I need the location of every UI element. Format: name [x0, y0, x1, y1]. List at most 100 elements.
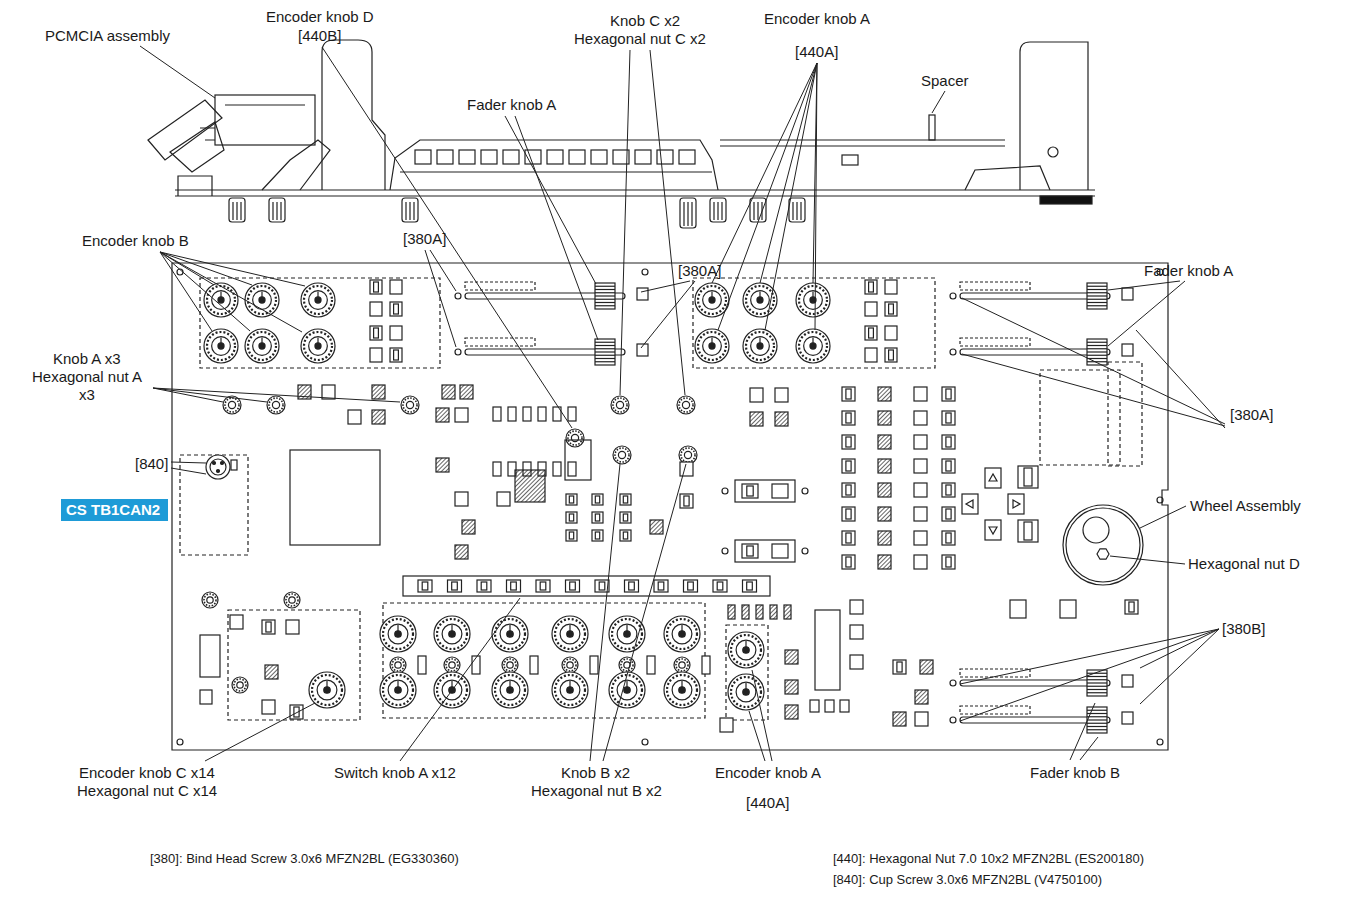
knob-ridge [792, 202, 793, 220]
switch [348, 410, 361, 424]
knob-center [237, 682, 243, 688]
knob-ridge [717, 202, 718, 220]
switch-led [846, 509, 851, 519]
fader-strip [465, 282, 535, 290]
screw-hole [1157, 497, 1163, 503]
label-text: [380A] [678, 262, 721, 280]
switch [568, 407, 576, 421]
leader-line [160, 252, 212, 331]
encoder-knob [728, 674, 764, 710]
encoder-knob [728, 632, 764, 668]
knob-ridge [1087, 710, 1107, 711]
leader-line [1140, 629, 1219, 704]
knob-center [507, 662, 513, 668]
connector [842, 155, 858, 165]
leader-line [1110, 556, 1185, 564]
part-label: [440]: Hexagonal Nut 7.0 10x2 MFZN2BL (E… [833, 850, 1144, 868]
switch-led [846, 533, 851, 543]
switch [885, 302, 897, 316]
part-label: [380B] [1222, 620, 1265, 638]
knob-knurl [667, 675, 697, 705]
encoder-knob [552, 616, 588, 652]
switch [885, 326, 897, 340]
switch-led [266, 622, 271, 632]
leader-line [205, 703, 315, 761]
board-edge [175, 189, 1095, 190]
screw [455, 349, 461, 355]
switch-led [846, 413, 851, 423]
knob-cap [442, 624, 462, 644]
switch-led [570, 582, 576, 590]
switch [508, 407, 516, 421]
encoder-knob [434, 616, 470, 652]
knob-center [507, 631, 513, 637]
screw [950, 349, 956, 355]
leader-line [160, 252, 305, 286]
knob-knurl [681, 448, 695, 462]
label-text: Knob C x2 [610, 12, 680, 30]
part-label: Encoder knob C x14 [79, 764, 215, 782]
switch [436, 458, 449, 472]
knob-ridge [1087, 692, 1107, 693]
knob-knurl [437, 619, 467, 649]
knob-ridge [1087, 676, 1107, 677]
switch-led [946, 533, 951, 543]
switch [455, 545, 468, 559]
label-text: Fader knob A [467, 96, 556, 114]
switch [728, 605, 735, 619]
switch-led [623, 532, 627, 539]
switch [850, 600, 863, 614]
parts [177, 150, 1163, 745]
leader-line [1070, 703, 1095, 760]
knob-ridge [595, 295, 615, 296]
switch [493, 407, 501, 421]
part-label: [380A] [1230, 406, 1273, 424]
switch [566, 512, 577, 523]
leader-line [760, 63, 817, 283]
fader-rail [481, 150, 497, 164]
switch [750, 412, 763, 426]
switch [497, 492, 510, 506]
fader-strip [960, 706, 1030, 714]
spacer-plate [720, 145, 1005, 146]
switch [702, 656, 710, 674]
leader-line [932, 91, 945, 113]
switch [370, 302, 382, 316]
encoder-knob [245, 283, 279, 317]
label-text: Knob B x2 [561, 764, 630, 782]
encoder-knob [204, 283, 238, 317]
switch-led [452, 582, 458, 590]
encoder-knob [492, 672, 528, 708]
switch [372, 410, 385, 424]
knob-knurl [731, 635, 761, 665]
label-text: Spacer [921, 72, 969, 90]
black-bar [1040, 196, 1092, 204]
leader-line [1140, 629, 1219, 668]
part-label: Knob A x3 [53, 350, 121, 368]
switch [680, 462, 693, 476]
label-text: Switch knob A x12 [334, 764, 456, 782]
switch [1060, 600, 1076, 618]
leader-line [962, 298, 1225, 424]
switch [772, 544, 788, 558]
label-text: Fader knob B [1030, 764, 1120, 782]
knob-cap [560, 624, 580, 644]
knob-ridge [1087, 719, 1107, 720]
switch-led [394, 304, 399, 314]
knob-ridge [595, 286, 615, 287]
fader-rail [679, 150, 695, 164]
dashed-area [693, 278, 935, 368]
switch [370, 280, 382, 294]
switch [455, 408, 468, 422]
switch [290, 705, 303, 719]
label-text: Encoder knob A [715, 764, 821, 782]
knob-cap [672, 680, 692, 700]
knob-center [709, 343, 715, 349]
knob-knurl [799, 332, 827, 360]
fader-knob [1087, 707, 1107, 733]
knob-knurl [667, 619, 697, 649]
part-label: Wheel Assembly [1190, 497, 1301, 515]
switch-led [684, 496, 689, 506]
switch [262, 620, 275, 634]
part-label: [380]: Bind Head Screw 3.0x6 MFZN2BL (EG… [150, 850, 459, 868]
